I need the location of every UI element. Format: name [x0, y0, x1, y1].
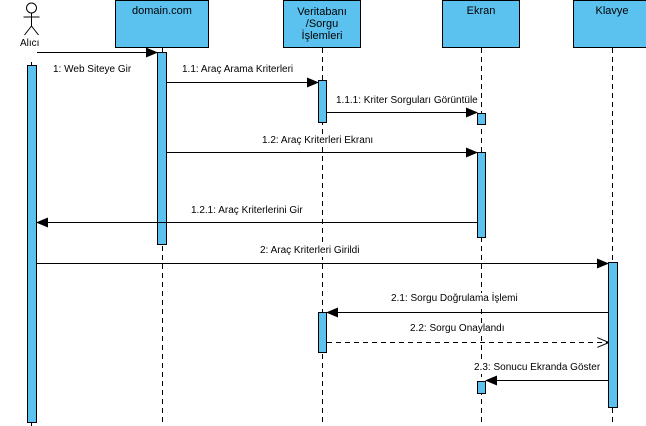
participant-label-klavye: Klavye — [595, 5, 629, 17]
participant-label-ekran: Ekran — [466, 5, 496, 17]
activation-klavye-5 — [608, 262, 618, 408]
participant-klavye: Klavye — [573, 0, 646, 48]
actor-name-alici: Alıcı — [20, 38, 40, 49]
participant-veritabani: Veritabanı /Sorgu İşlemleri — [283, 0, 361, 48]
actor-head-icon — [26, 2, 37, 14]
message-label-3: 1.2: Araç Kriterleri Ekranı — [261, 135, 375, 147]
message-label-2: 1.1.1: Kriter Sorguları Görüntüle — [335, 95, 479, 107]
participant-label-veritabani: Veritabanı /Sorgu İşlemleri — [297, 6, 347, 42]
activation-alici-0 — [27, 65, 37, 423]
activation-ekran-7 — [477, 381, 486, 394]
actor-left-leg-icon — [24, 25, 32, 36]
message-label-0: 1: Web Siteye Gir — [52, 64, 133, 76]
actor-right-leg-icon — [31, 25, 39, 36]
message-label-5: 2: Araç Kriterleri Girildi — [259, 245, 361, 257]
activation-ekran-3 — [477, 113, 486, 125]
message-label-4: 1.2.1: Araç Kriterlerini Gir — [190, 205, 304, 217]
activation-veritabani-6 — [318, 312, 327, 353]
message-label-1: 1.1: Araç Arama Kriterleri — [181, 64, 295, 76]
activation-domain-1 — [157, 52, 167, 245]
activation-ekran-4 — [477, 152, 486, 238]
message-label-7: 2.2: Sorgu Onaylandı — [409, 323, 506, 335]
message-label-6: 2.1: Sorgu Doğrulama İşlemi — [390, 293, 519, 305]
participant-label-domain: domain.com — [132, 5, 192, 17]
message-label-8: 2.3: Sonucu Ekranda Göster — [473, 362, 602, 374]
activation-veritabani-2 — [318, 80, 327, 123]
participant-ekran: Ekran — [442, 0, 520, 48]
participant-domain: domain.com — [115, 0, 209, 48]
